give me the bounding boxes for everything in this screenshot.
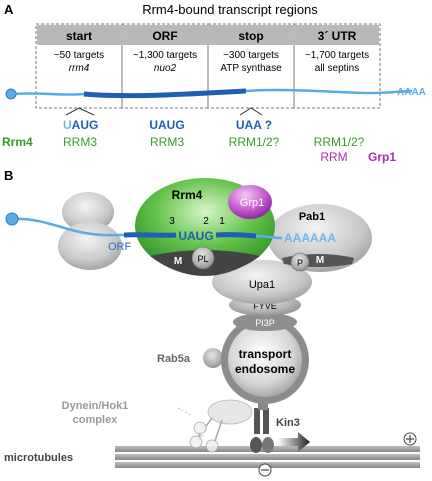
binder-stop: RRM1/2?: [229, 135, 280, 149]
panel-a-label: A: [4, 2, 14, 17]
region-header-start: [37, 25, 121, 45]
pab1-p-label: P: [297, 258, 303, 268]
pi3p-domain: [233, 313, 297, 331]
transcript-b-orf-right: [215, 232, 257, 239]
motif-orf: UAUG: [149, 118, 184, 132]
kin3-label: Kin3: [276, 417, 300, 429]
transcript-b-cap: [5, 212, 19, 226]
transcript-cap: [5, 88, 17, 100]
motif-start-u: U: [63, 118, 72, 132]
region-example-orf: nuo2: [154, 63, 177, 74]
region-name-orf: ORF: [152, 29, 177, 43]
binder-utr: RRM1/2?: [314, 135, 365, 149]
endosome-label-line1: transport: [239, 347, 292, 361]
region-count-start: ~50 targets: [54, 50, 104, 61]
grp1-label: Grp1: [240, 197, 264, 209]
motif-stop: UAA ?: [236, 118, 272, 132]
region-example-start: rrm4: [69, 63, 90, 74]
dynein-label-line1: Dynein/Hok1: [62, 400, 129, 412]
binder-utr-rrm: RRM: [320, 150, 347, 164]
rab5a-protein: [203, 348, 223, 368]
region-count-utr: ~1,700 targets: [305, 50, 369, 61]
transcript-b-orf: [123, 232, 177, 238]
endosome-label-line2: endosome: [235, 362, 295, 376]
polya-tail-b: AAAAAA: [284, 231, 336, 245]
bracket-stop: [239, 107, 263, 116]
grp1-protein: [228, 185, 272, 219]
rrm-number-1: 1: [219, 216, 225, 227]
motif-start-aug: AUG: [72, 118, 99, 132]
upa1-label: Upa1: [249, 279, 275, 291]
panel-b-label: B: [4, 168, 13, 183]
region-count-stop: ~300 targets: [223, 50, 279, 61]
region-name-stop: stop: [238, 29, 263, 43]
binder-row-label: Rrm4: [2, 135, 33, 149]
rrm-number-3: 3: [169, 216, 175, 227]
rrm4-label: Rrm4: [172, 188, 203, 202]
transport-endosome: [221, 316, 309, 404]
region-count-orf: ~1,300 targets: [133, 50, 197, 61]
transcript-3utr-line: [245, 88, 413, 95]
microtubules-label: microtubules: [4, 452, 73, 464]
binder-start: RRM3: [63, 135, 97, 149]
rrm-number-2: 2: [203, 216, 209, 227]
region-boxes: [35, 23, 381, 109]
bracket-start: [65, 107, 95, 116]
minus-end-icon: [258, 463, 272, 477]
fyve-label: FYVE: [253, 301, 277, 311]
binder-utr-grp1: Grp1: [368, 150, 396, 164]
region-name-start: start: [66, 29, 92, 43]
dynein-complex: [177, 399, 253, 453]
upa1-protein: [212, 260, 312, 304]
transcript-5utr-line: [11, 92, 85, 96]
region-header-utr: [295, 25, 379, 45]
region-header-orf: [123, 25, 207, 45]
pab1-p-domain: [290, 252, 310, 272]
motif-b: UAUG: [178, 229, 213, 243]
pi3p-label: PI3P: [255, 318, 275, 328]
transcript-orf-line: [83, 88, 247, 99]
pab1-m-label: M: [316, 255, 324, 266]
orf-label: ORF: [108, 241, 132, 253]
binder-orf: RRM3: [150, 135, 184, 149]
kin3-motor: [250, 408, 274, 453]
region-box-utr: [293, 23, 381, 109]
transcript-b-3utr: [255, 234, 283, 240]
movement-arrow-icon: [278, 432, 310, 452]
region-header-stop: [209, 25, 293, 45]
polya-tail-a: AAAA: [397, 87, 426, 98]
transcript-b-5end: [13, 217, 125, 237]
region-example-utr: all septins: [315, 63, 359, 74]
region-example-stop: ATP synthase: [220, 63, 282, 74]
ribosome: [58, 192, 122, 270]
transcript-a: [5, 88, 413, 100]
rrm4-pl-label: PL: [197, 254, 208, 264]
motif-start: UAUG: [63, 118, 98, 132]
rab5a-label: Rab5a: [157, 353, 191, 365]
dynein-label-line2: complex: [73, 414, 119, 426]
panel-a-title: Rrm4-bound transcript regions: [142, 2, 318, 17]
rrm4-pl-domain: [191, 246, 215, 270]
pab1-label: Pab1: [299, 211, 325, 223]
plus-end-icon: [403, 432, 417, 446]
region-name-utr: 3´ UTR: [318, 29, 357, 43]
rrm4-m-label: M: [174, 256, 182, 267]
